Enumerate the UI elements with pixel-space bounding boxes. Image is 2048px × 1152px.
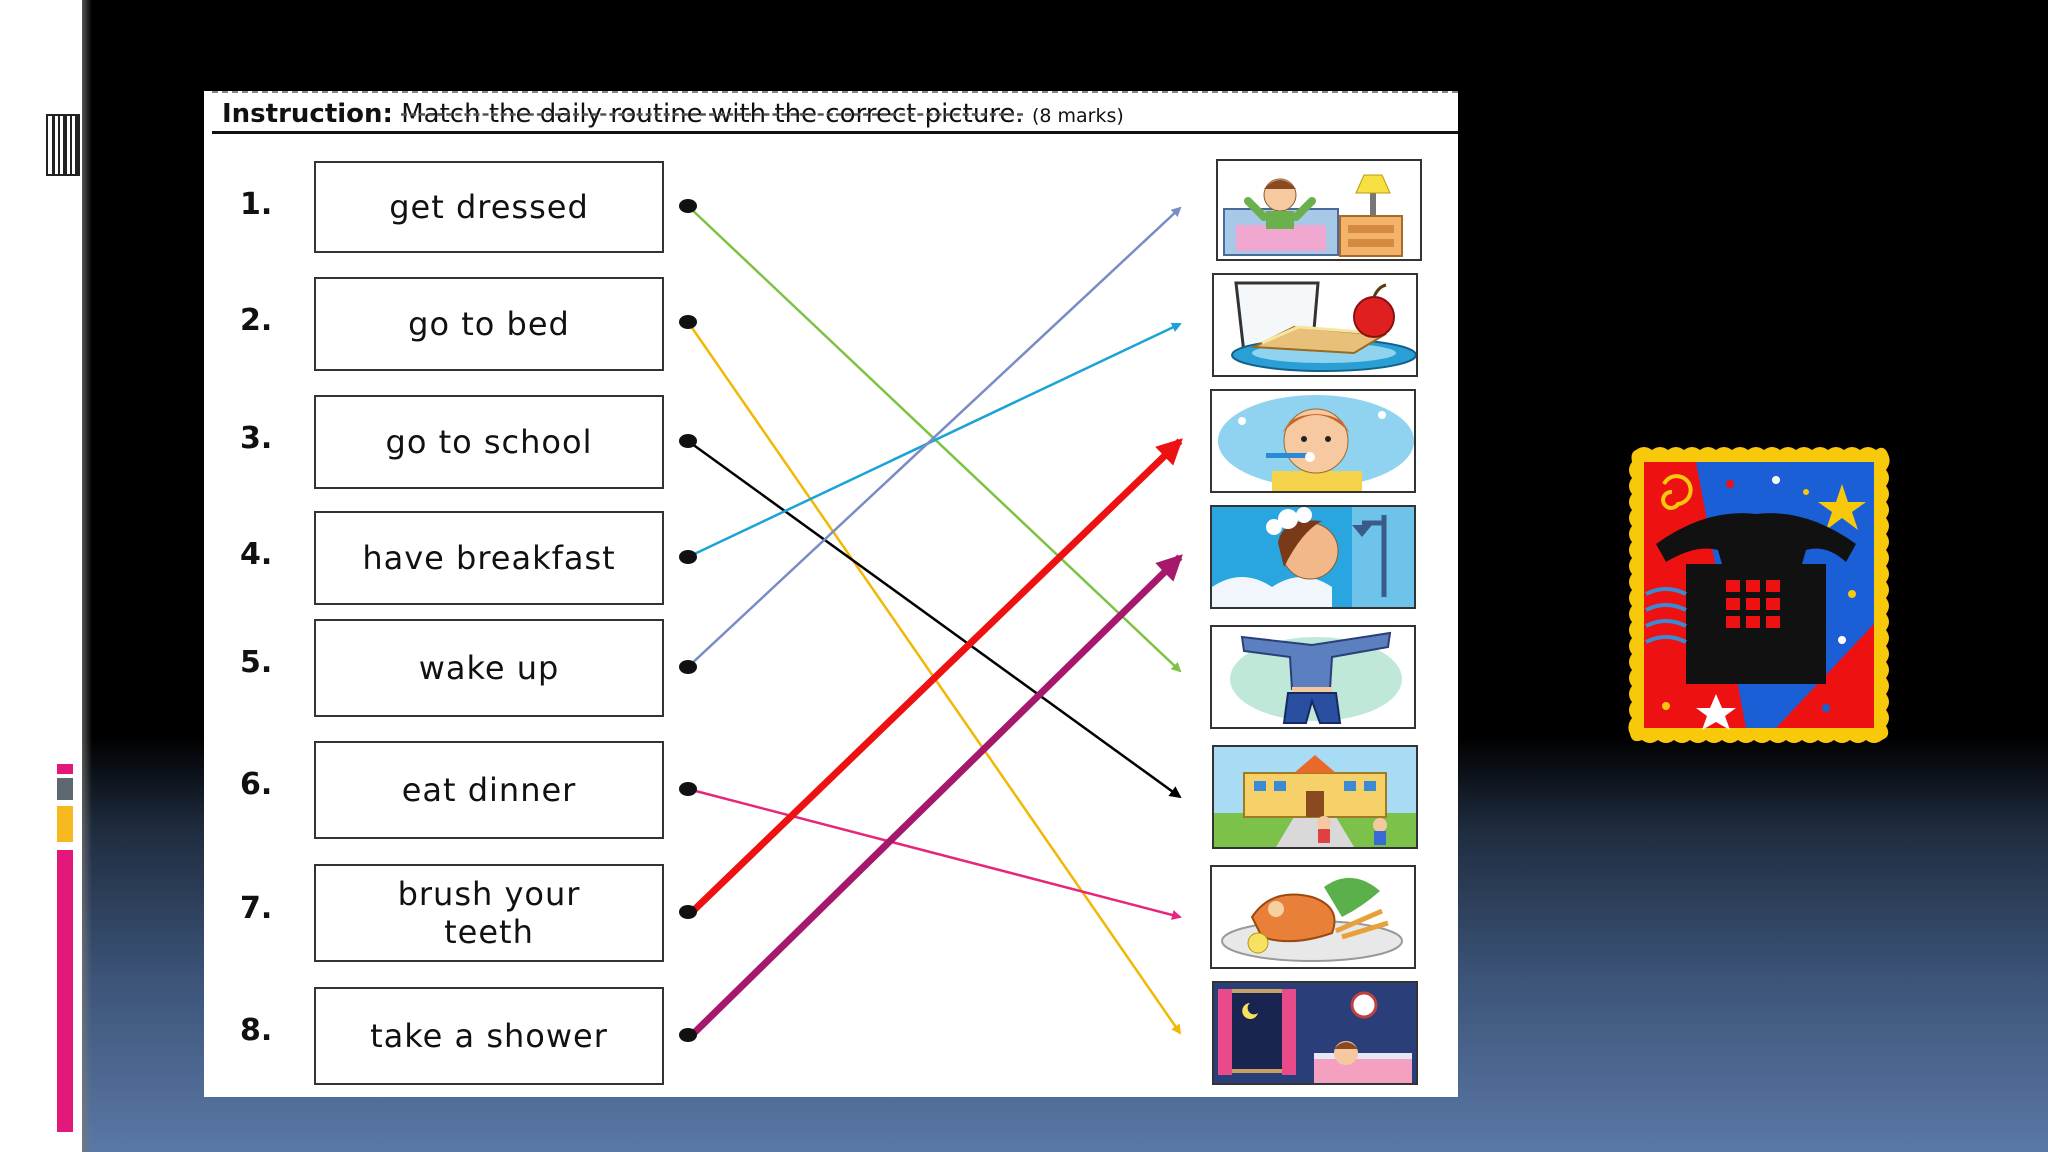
- decor-yellow-square: [57, 806, 73, 842]
- instruction-marks: (8 marks): [1031, 105, 1124, 127]
- match-line-7: [689, 438, 1183, 915]
- decor-pink-square: [57, 764, 73, 774]
- match-line-5: [687, 206, 1182, 668]
- get-dressed-picture-icon[interactable]: [1210, 625, 1416, 729]
- match-dot-2[interactable]: [679, 315, 697, 329]
- item-number: 7.: [240, 891, 273, 926]
- item-number: 3.: [240, 421, 273, 456]
- routine-box-take-a-shower[interactable]: take a shower: [314, 987, 664, 1085]
- slide-left-shadow: [82, 0, 92, 1152]
- worksheet: Instruction: Match the daily routine wit…: [204, 91, 1458, 1097]
- routine-box-go-to-school[interactable]: go to school: [314, 395, 664, 489]
- match-line-8: [689, 554, 1183, 1038]
- school-picture-icon[interactable]: [1212, 745, 1418, 849]
- routine-box-have-breakfast[interactable]: have breakfast: [314, 511, 664, 605]
- item-number: 6.: [240, 767, 273, 802]
- match-line-4: [687, 322, 1182, 559]
- dinner-picture-icon[interactable]: [1210, 865, 1416, 969]
- match-dot-4[interactable]: [679, 550, 697, 564]
- routine-box-brush-your-teeth[interactable]: brush your teeth: [314, 864, 664, 962]
- match-dot-8[interactable]: [679, 1028, 697, 1042]
- breakfast-picture-icon[interactable]: [1212, 273, 1418, 377]
- decor-pink-bar: [57, 850, 73, 1132]
- routine-box-go-to-bed[interactable]: go to bed: [314, 277, 664, 371]
- wake-up-picture-icon[interactable]: [1216, 159, 1422, 261]
- item-number: 8.: [240, 1013, 273, 1048]
- routine-box-wake-up[interactable]: wake up: [314, 619, 664, 717]
- instruction-rule: [212, 131, 1458, 134]
- brush-teeth-picture-icon[interactable]: [1210, 389, 1416, 493]
- item-number: 1.: [240, 187, 273, 222]
- match-dot-7[interactable]: [679, 905, 697, 919]
- decor-bars-icon: [46, 114, 80, 176]
- instruction-label: Instruction:: [222, 99, 393, 129]
- routine-box-get-dressed[interactable]: get dressed: [314, 161, 664, 253]
- match-lines: [679, 199, 1183, 1042]
- instruction-text: Match the daily routine with the correct…: [401, 99, 1024, 129]
- instruction-top-rule: [212, 91, 1458, 93]
- item-number: 4.: [240, 537, 273, 572]
- telephone-stamp-icon: [1626, 444, 1892, 746]
- match-dot-1[interactable]: [679, 199, 697, 213]
- decor-gray-square: [57, 778, 73, 800]
- match-dot-6[interactable]: [679, 782, 697, 796]
- go-to-bed-picture-icon[interactable]: [1212, 981, 1418, 1085]
- shower-picture-icon[interactable]: [1210, 505, 1416, 609]
- match-line-6: [687, 787, 1182, 920]
- match-dot-5[interactable]: [679, 660, 697, 674]
- match-dot-3[interactable]: [679, 434, 697, 448]
- match-line-3: [687, 439, 1182, 799]
- routine-box-eat-dinner[interactable]: eat dinner: [314, 741, 664, 839]
- instruction: Instruction: Match the daily routine wit…: [222, 99, 1442, 129]
- item-number: 5.: [240, 645, 273, 680]
- item-number: 2.: [240, 303, 273, 338]
